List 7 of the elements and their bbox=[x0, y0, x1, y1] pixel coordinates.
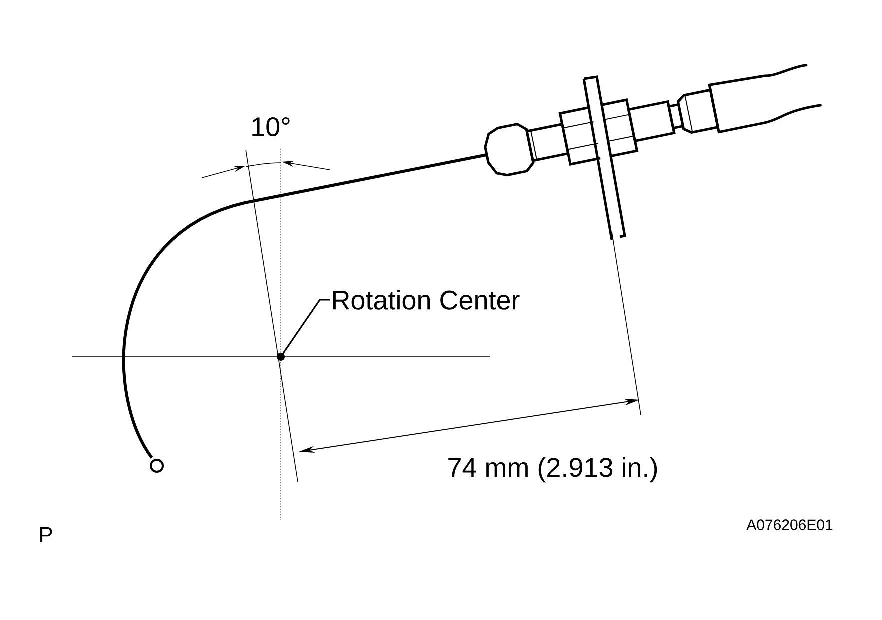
view-letter: P bbox=[40, 527, 52, 543]
figure-code: A076206E01 bbox=[746, 520, 833, 530]
callout-text: Rotation Center bbox=[333, 290, 520, 310]
angle-label: 10° bbox=[252, 117, 290, 137]
dimension-label: 74 mm (2.913 in.) bbox=[448, 457, 658, 483]
leader-line bbox=[280, 299, 330, 358]
center-point bbox=[277, 353, 285, 361]
